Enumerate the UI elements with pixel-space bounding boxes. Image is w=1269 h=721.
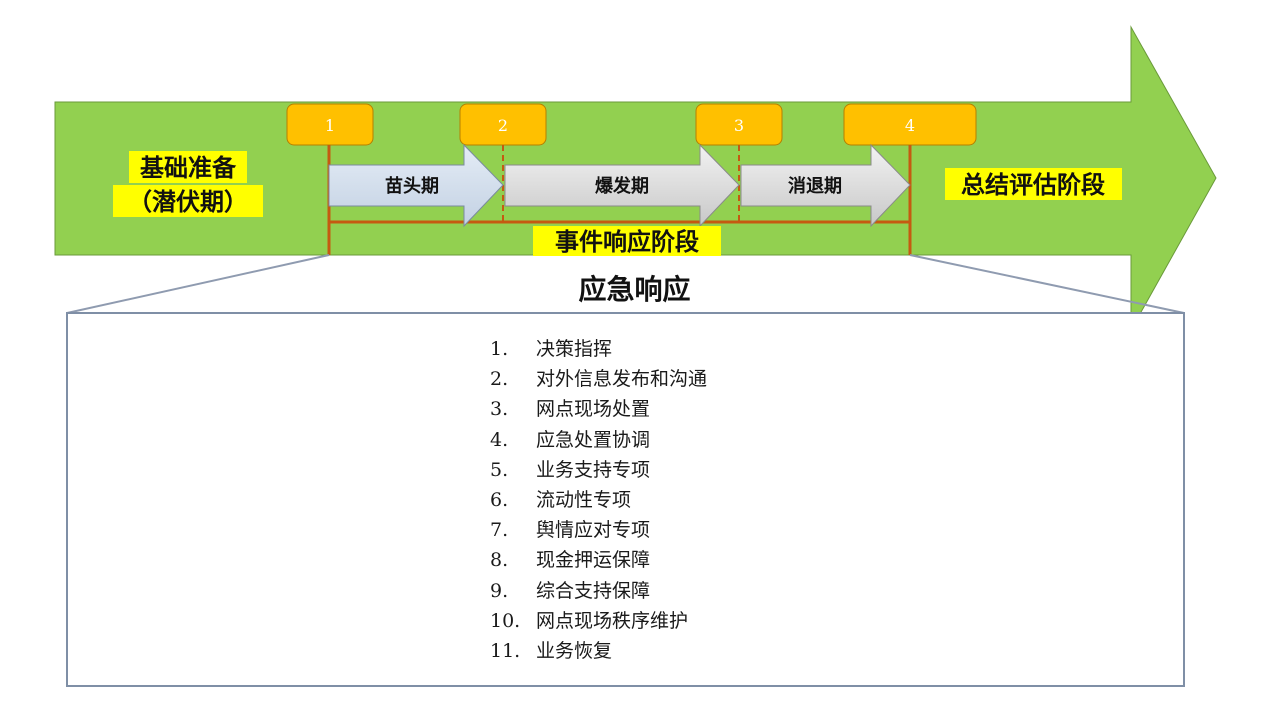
marker-3-label: 3 (734, 116, 744, 135)
list-item: 11. 业务恢复 (490, 636, 1010, 666)
list-item-text: 网点现场秩序维护 (536, 609, 689, 632)
marker-3: 3 (695, 103, 783, 146)
marker-1: 1 (286, 103, 374, 146)
stage-left-title: 基础准备 (140, 154, 237, 182)
marker-2-label: 2 (498, 116, 508, 135)
list-item-number: 5. (490, 458, 509, 481)
phase-label-3: 消退期 (788, 175, 842, 197)
list-item-number: 10. (490, 609, 521, 632)
marker-4: 4 (843, 103, 977, 146)
list-item: 10. 网点现场秩序维护 (490, 606, 1010, 636)
stage-right-highlight (945, 168, 1122, 200)
stage-left-highlight-2 (113, 185, 263, 217)
list-item: 6. 流动性专项 (490, 485, 1010, 515)
list-item: 3. 网点现场处置 (490, 394, 1010, 424)
stage-left-subtitle: （潜伏期） (128, 188, 248, 216)
list-item-text: 业务恢复 (536, 640, 613, 663)
list-item: 8. 现金押运保障 (490, 545, 1010, 575)
marker-4-label: 4 (905, 116, 915, 135)
list-item-number: 1. (490, 338, 509, 360)
list-item-text: 现金押运保障 (536, 549, 651, 572)
list-item-number: 11. (490, 640, 521, 663)
list-item-number: 3. (490, 398, 509, 421)
list-item-text: 流动性专项 (536, 489, 632, 512)
list-item-number: 2. (490, 368, 509, 391)
list-item: 2. 对外信息发布和沟通 (490, 364, 1010, 394)
response-stage-highlight (533, 226, 721, 256)
list-item-text: 舆情应对专项 (536, 519, 651, 542)
list-item: 7. 舆情应对专项 (490, 515, 1010, 545)
phase-arrow-3 (740, 143, 911, 228)
marker-2: 2 (459, 103, 547, 146)
callout-line-left (66, 254, 330, 314)
list-item-text: 网点现场处置 (536, 398, 651, 421)
list-item-text: 业务支持专项 (536, 458, 651, 481)
stage-right-title: 总结评估阶段 (961, 171, 1105, 199)
list-item-text: 决策指挥 (536, 338, 613, 360)
marker-1-label: 1 (325, 116, 335, 135)
list-item-number: 6. (490, 489, 509, 512)
phase-label-2: 爆发期 (595, 175, 649, 197)
list-item: 4. 应急处置协调 (490, 425, 1010, 455)
response-item-list: 1. 决策指挥 2. 对外信息发布和沟通 3. 网点现场处置 4. 应急处置协调 5. 业务支持专… (490, 334, 1010, 666)
list-item-number: 9. (490, 579, 509, 602)
response-stage-title: 事件响应阶段 (555, 228, 699, 256)
phase-label-1: 苗头期 (385, 176, 439, 197)
list-item: 9. 综合支持保障 (490, 576, 1010, 606)
phase-arrow-2 (504, 143, 740, 228)
response-content-box (66, 312, 1185, 687)
list-item-number: 4. (490, 428, 509, 451)
list-item: 5. 业务支持专项 (490, 455, 1010, 485)
list-item: 1. 决策指挥 (490, 334, 1010, 364)
section-title: 应急响应 (578, 273, 691, 306)
stage-left-highlight-1 (129, 151, 247, 183)
list-item-text: 应急处置协调 (536, 428, 651, 451)
phase-arrow-1 (328, 143, 504, 228)
list-item-number: 7. (490, 519, 509, 542)
list-item-text: 对外信息发布和沟通 (536, 368, 708, 391)
list-item-number: 8. (490, 549, 509, 572)
list-item-text: 综合支持保障 (536, 579, 651, 602)
callout-line-right (909, 254, 1185, 314)
